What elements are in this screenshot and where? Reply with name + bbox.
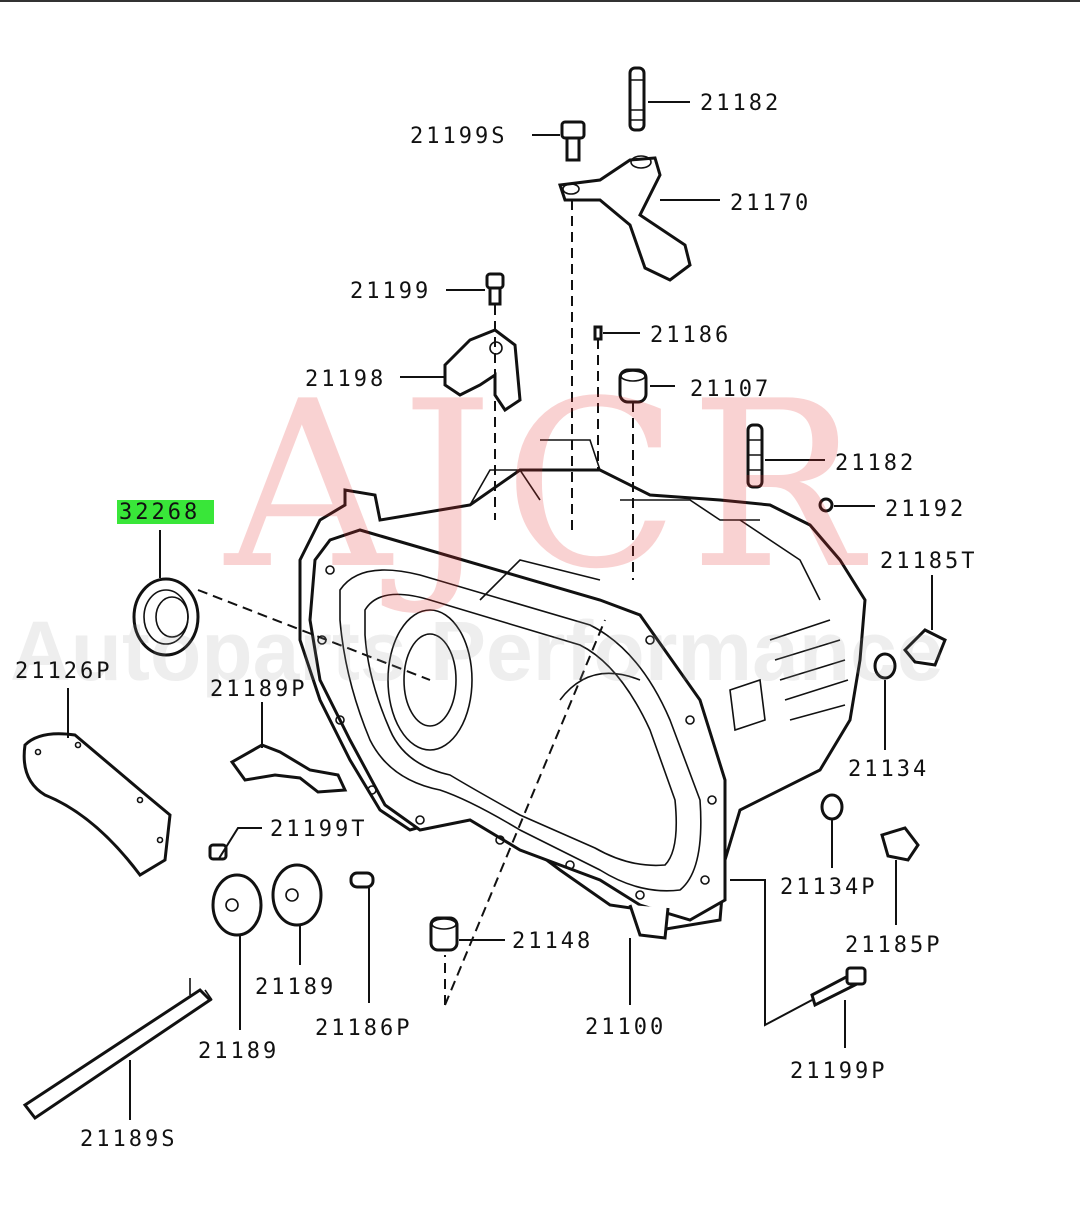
pin-icon: [593, 325, 603, 341]
clip-bracket-icon: [229, 743, 348, 794]
part-label-21189-right[interactable]: 21189: [255, 975, 336, 1000]
bolt-icon: [560, 120, 586, 162]
part-label-21107[interactable]: 21107: [690, 377, 771, 402]
part-label-21189-left[interactable]: 21189: [198, 1039, 279, 1064]
part-label-21182-top[interactable]: 21182: [700, 91, 781, 116]
part-highlight: [117, 500, 214, 524]
top-border: [0, 0, 1080, 2]
part-label-21134[interactable]: 21134: [848, 757, 929, 782]
part-label-21186p[interactable]: 21186P: [315, 1016, 412, 1041]
cover-disc-icon: [211, 873, 263, 937]
part-label-21185t[interactable]: 21185T: [880, 549, 977, 574]
part-label-21189s[interactable]: 21189S: [80, 1127, 177, 1152]
part-label-21199s[interactable]: 21199S: [410, 124, 507, 149]
part-label-21199[interactable]: 21199: [350, 279, 431, 304]
bracket-icon: [557, 155, 692, 282]
part-label-21189p[interactable]: 21189P: [210, 677, 307, 702]
oil-seal-icon: [132, 577, 200, 657]
part-label-21192[interactable]: 21192: [885, 497, 966, 522]
cover-plate-icon: [22, 732, 172, 877]
ball-pin-icon: [818, 497, 834, 513]
cover-disc-icon: [271, 863, 323, 927]
watermark-brand: AJCR: [223, 353, 872, 620]
rod-icon: [22, 978, 213, 1121]
bolt-icon: [485, 272, 505, 306]
part-label-21186[interactable]: 21186: [650, 323, 731, 348]
part-label-21134p[interactable]: 21134P: [780, 875, 877, 900]
stud-icon: [746, 423, 764, 489]
stud-icon: [628, 66, 646, 132]
part-label-21185p[interactable]: 21185P: [845, 933, 942, 958]
part-label-21182-mid[interactable]: 21182: [835, 451, 916, 476]
watermark-tagline: Autoparts Performance: [10, 604, 944, 698]
part-label-21148[interactable]: 21148: [512, 929, 593, 954]
plug-icon: [880, 826, 920, 862]
transmission-case: [298, 439, 867, 940]
part-label-21100[interactable]: 21100: [585, 1015, 666, 1040]
part-label-32268[interactable]: 32268: [119, 500, 200, 525]
part-label-21126p[interactable]: 21126P: [15, 659, 112, 684]
pin-icon: [349, 871, 375, 889]
washer-icon: [873, 652, 897, 680]
cap-icon: [618, 368, 648, 404]
part-label-21170[interactable]: 21170: [730, 191, 811, 216]
part-label-21199t[interactable]: 21199T: [270, 817, 367, 842]
part-label-21198[interactable]: 21198: [305, 367, 386, 392]
washer-icon: [820, 793, 844, 821]
bushing-icon: [429, 916, 459, 952]
bolt-icon: [810, 966, 867, 1008]
plug-icon: [902, 628, 947, 667]
part-label-21199p[interactable]: 21199P: [790, 1059, 887, 1084]
